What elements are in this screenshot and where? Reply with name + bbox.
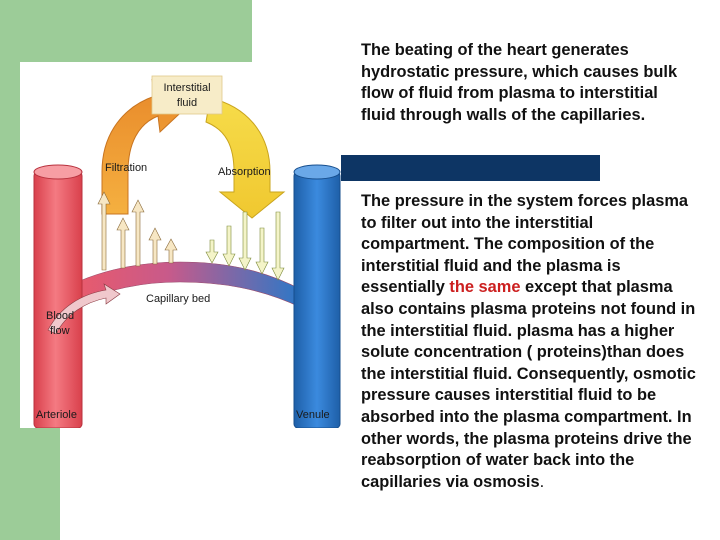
- absorption-small-arrows: [205, 211, 285, 281]
- capillary-bed-tube: [57, 261, 303, 315]
- absorption-label: Absorption: [218, 166, 271, 178]
- arteriole-label: Arteriole: [36, 409, 77, 421]
- filtration-label: Filtration: [105, 162, 147, 174]
- paragraph-hydrostatic-pressure: The beating of the heart generates hydro…: [361, 41, 678, 124]
- interstitial-fluid-box: [151, 75, 223, 115]
- capillary-exchange-diagram: Interstitial fluid Filtration Absorption…: [20, 62, 342, 428]
- paragraph2-text-before: The pressure in the system forces plasma…: [361, 192, 689, 297]
- capillary-bed-label: Capillary bed: [146, 293, 210, 305]
- venule-label: Venule: [296, 409, 330, 421]
- highlight-the-same: the same: [449, 278, 521, 297]
- arteriole-vessel: [33, 164, 83, 428]
- filtration-small-arrows: [97, 191, 178, 271]
- absorption-arrow: [205, 97, 286, 219]
- interstitial-label-line2: fluid: [177, 97, 197, 109]
- diagram-svg: Interstitial fluid Filtration Absorption…: [33, 75, 341, 428]
- paragraph-osmotic-pressure: The pressure in the system forces plasma…: [361, 191, 696, 493]
- divider-bar: [341, 155, 600, 181]
- interstitial-label-line1: Interstitial: [163, 82, 210, 94]
- paragraph2-end-period: .: [539, 472, 545, 491]
- paragraph2-text-after: except that plasma also contains plasma …: [361, 278, 696, 491]
- venule-vessel: [293, 164, 341, 428]
- blood-flow-label-line2: flow: [50, 325, 70, 337]
- blood-flow-label-line1: Blood: [46, 310, 74, 322]
- blood-flow-arrow: [47, 283, 121, 335]
